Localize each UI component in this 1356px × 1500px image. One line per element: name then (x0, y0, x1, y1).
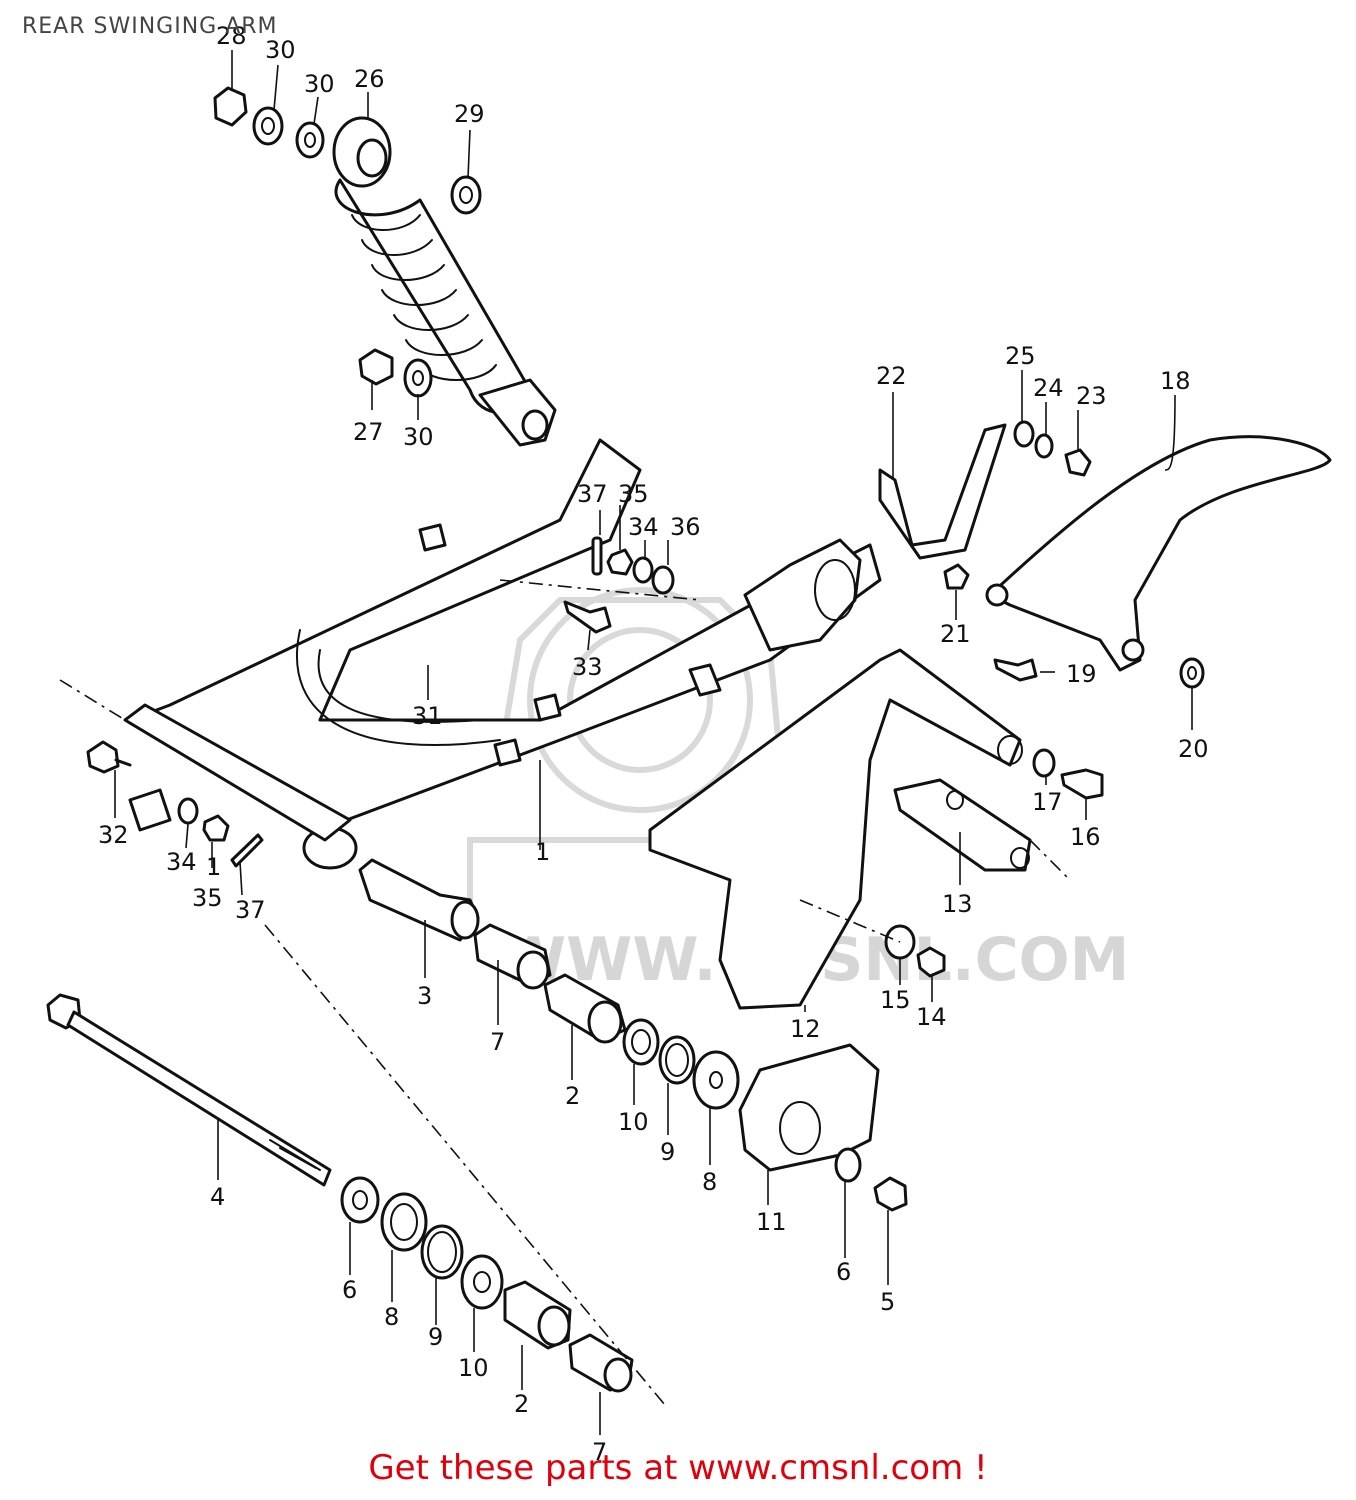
callout-23: 23 (1076, 382, 1107, 410)
swing-arm (123, 438, 882, 870)
footer-link[interactable]: Get these parts at www.cmsnl.com ! (368, 1448, 988, 1488)
callout-22: 22 (876, 362, 907, 390)
callout-36: 36 (670, 513, 701, 541)
pin-hardware (86, 536, 675, 868)
callout-29: 29 (454, 100, 485, 128)
callout-7-b: 7 (592, 1438, 607, 1466)
callout-37-b: 37 (235, 896, 266, 924)
callout-19: 19 (1066, 660, 1097, 688)
pivot-parts (358, 858, 908, 1212)
callout-25: 25 (1005, 342, 1036, 370)
bolt-33 (563, 600, 612, 634)
callout-30-b: 30 (304, 70, 335, 98)
callout-6-a: 6 (836, 1258, 851, 1286)
callout-2-a: 2 (565, 1082, 580, 1110)
chain-case (985, 435, 1332, 672)
callout-11: 11 (756, 1208, 787, 1236)
callout-31: 31 (412, 702, 443, 730)
callout-9-b: 9 (428, 1323, 443, 1351)
callout-15: 15 (880, 986, 911, 1014)
callout-8-b: 8 (384, 1303, 399, 1331)
callout-8-a: 8 (702, 1168, 717, 1196)
shock-absorber (332, 116, 557, 447)
callout-34-b: 34 (166, 848, 197, 876)
callout-32: 32 (98, 821, 129, 849)
bracket-22 (878, 420, 1205, 689)
callout-leader-lines (114, 50, 1193, 1435)
callout-3: 3 (417, 982, 432, 1010)
callout-5: 5 (880, 1288, 895, 1316)
callout-17: 17 (1032, 788, 1063, 816)
callout-9-a: 9 (660, 1138, 675, 1166)
callout-labels: 28 30 30 26 29 27 30 22 25 24 23 18 37 3… (98, 22, 1209, 1466)
callout-2-b: 2 (514, 1390, 529, 1418)
callout-12: 12 (790, 1015, 821, 1043)
callout-30-a: 30 (265, 36, 296, 64)
callout-21: 21 (940, 620, 971, 648)
callout-7-a: 7 (490, 1028, 505, 1056)
callout-20: 20 (1178, 735, 1209, 763)
callout-6-b: 6 (342, 1276, 357, 1304)
callout-30-c: 30 (403, 423, 434, 451)
callout-33: 33 (572, 653, 603, 681)
callout-1-a: 1 (535, 838, 550, 866)
callout-35-a: 35 (618, 480, 649, 508)
callout-35-b: 35 (192, 884, 223, 912)
callout-34-a: 34 (628, 513, 659, 541)
callout-26: 26 (354, 65, 385, 93)
shock-hardware-top (213, 86, 482, 398)
callout-10-b: 10 (458, 1354, 489, 1382)
callout-18: 18 (1160, 367, 1191, 395)
assembly-center-lines (59, 579, 1071, 1406)
callout-14: 14 (916, 1003, 947, 1031)
callout-37-a: 37 (577, 480, 608, 508)
callout-27: 27 (353, 418, 384, 446)
callout-16: 16 (1070, 823, 1101, 851)
callout-4: 4 (210, 1183, 225, 1211)
diagram-title: REAR SWINGING ARM (22, 14, 278, 39)
callout-13: 13 (942, 890, 973, 918)
callout-1-b: 1 (206, 853, 221, 881)
callout-24: 24 (1033, 374, 1064, 402)
pivot-axle (46, 993, 634, 1393)
callout-10-a: 10 (618, 1108, 649, 1136)
callout-28: 28 (216, 22, 247, 50)
